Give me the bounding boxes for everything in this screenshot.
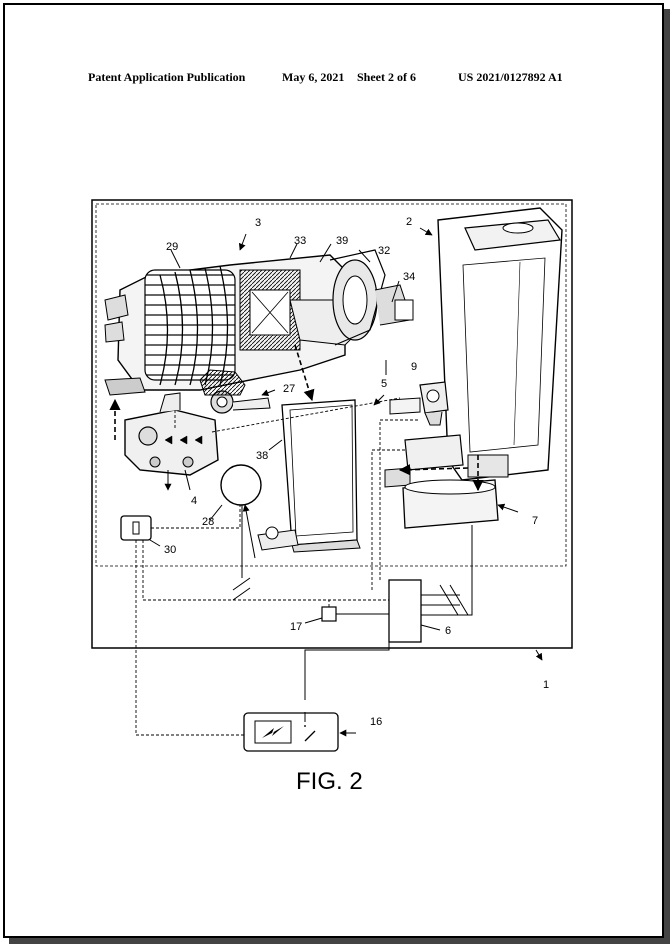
label-1: 1 [543, 679, 549, 691]
label-6: 6 [445, 625, 451, 637]
label-5: 5 [381, 378, 387, 390]
control-unit [389, 580, 421, 642]
label-9: 9 [411, 361, 417, 373]
power-supply-display [255, 721, 291, 743]
figure-caption: FIG. 2 [296, 768, 363, 795]
label-2: 2 [406, 216, 412, 228]
label-34: 34 [403, 271, 415, 283]
label-29: 29 [166, 241, 178, 253]
label-7: 7 [532, 515, 538, 527]
label-33: 33 [294, 235, 306, 247]
drip-tray [258, 400, 360, 552]
label-38: 38 [256, 450, 268, 462]
expansion-vessel [221, 465, 261, 505]
valve [390, 382, 448, 425]
label-32: 32 [378, 245, 390, 257]
label-16: 16 [370, 716, 382, 728]
label-30: 30 [164, 544, 176, 556]
label-39: 39 [336, 235, 348, 247]
label-3: 3 [255, 217, 261, 229]
label-27: 27 [283, 383, 295, 395]
sensor-box [322, 607, 336, 621]
label-4: 4 [191, 495, 197, 507]
heater-assembly [105, 250, 413, 413]
label-28: 28 [202, 516, 214, 528]
pump [125, 393, 218, 475]
label-17: 17 [290, 621, 302, 633]
display-unit-window [133, 522, 139, 534]
